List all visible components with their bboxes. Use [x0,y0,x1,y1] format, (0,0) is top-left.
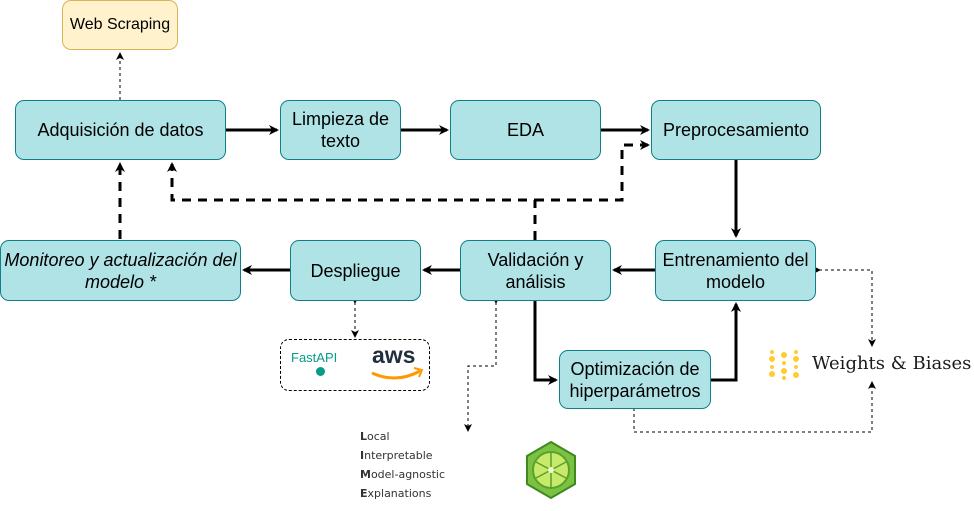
link-optimizacion-wandb [630,381,876,433]
lime-line-interpretable: Interpretable [360,449,433,462]
aws-smile-arrow-icon [413,367,424,378]
aws-logo-icon: aws [372,342,416,368]
fastapi-logo-icon: FastAPI [291,350,338,365]
wandb-dots-icon [769,350,799,380]
node-validacion-analisis: Validación y análisis [460,240,611,301]
arrow-validacion-adquisicion [167,162,537,240]
lime-line-local: Local [360,430,390,443]
node-web-scraping: Web Scraping [62,0,178,50]
wandb-label: Weights & Biases [812,353,972,374]
node-monitoreo-actualizacion: Monitoreo y actualización del modelo * [0,240,241,301]
lime-line-explanations: Explanations [360,487,432,500]
node-adquisicion-datos: Adquisición de datos [15,100,226,160]
node-despliegue: Despliegue [290,240,421,301]
lime-line-model-agnostic: Model-agnostic [360,468,446,481]
node-limpieza-texto: Limpieza de texto [280,100,401,160]
node-entrenamiento-modelo: Entrenamiento del modelo [655,240,816,301]
node-eda: EDA [450,100,601,160]
aws-smile-icon [371,369,421,380]
arrow-validacion-preprocesamiento [535,140,650,202]
lime-logo-icon [526,440,576,500]
link-validacion-lime [464,296,500,432]
arrow-validacion-optimizacion [533,300,558,385]
node-optimizacion-hiperparametros: Optimización de hiperparámetros [559,350,711,409]
fastapi-bolt-icon [316,367,325,376]
node-preprocesamiento: Preprocesamiento [651,100,821,160]
arrow-optimizacion-entrenamiento [711,302,741,382]
link-entrenamiento-wandb [813,266,876,347]
deployment-tools-group [280,339,430,391]
